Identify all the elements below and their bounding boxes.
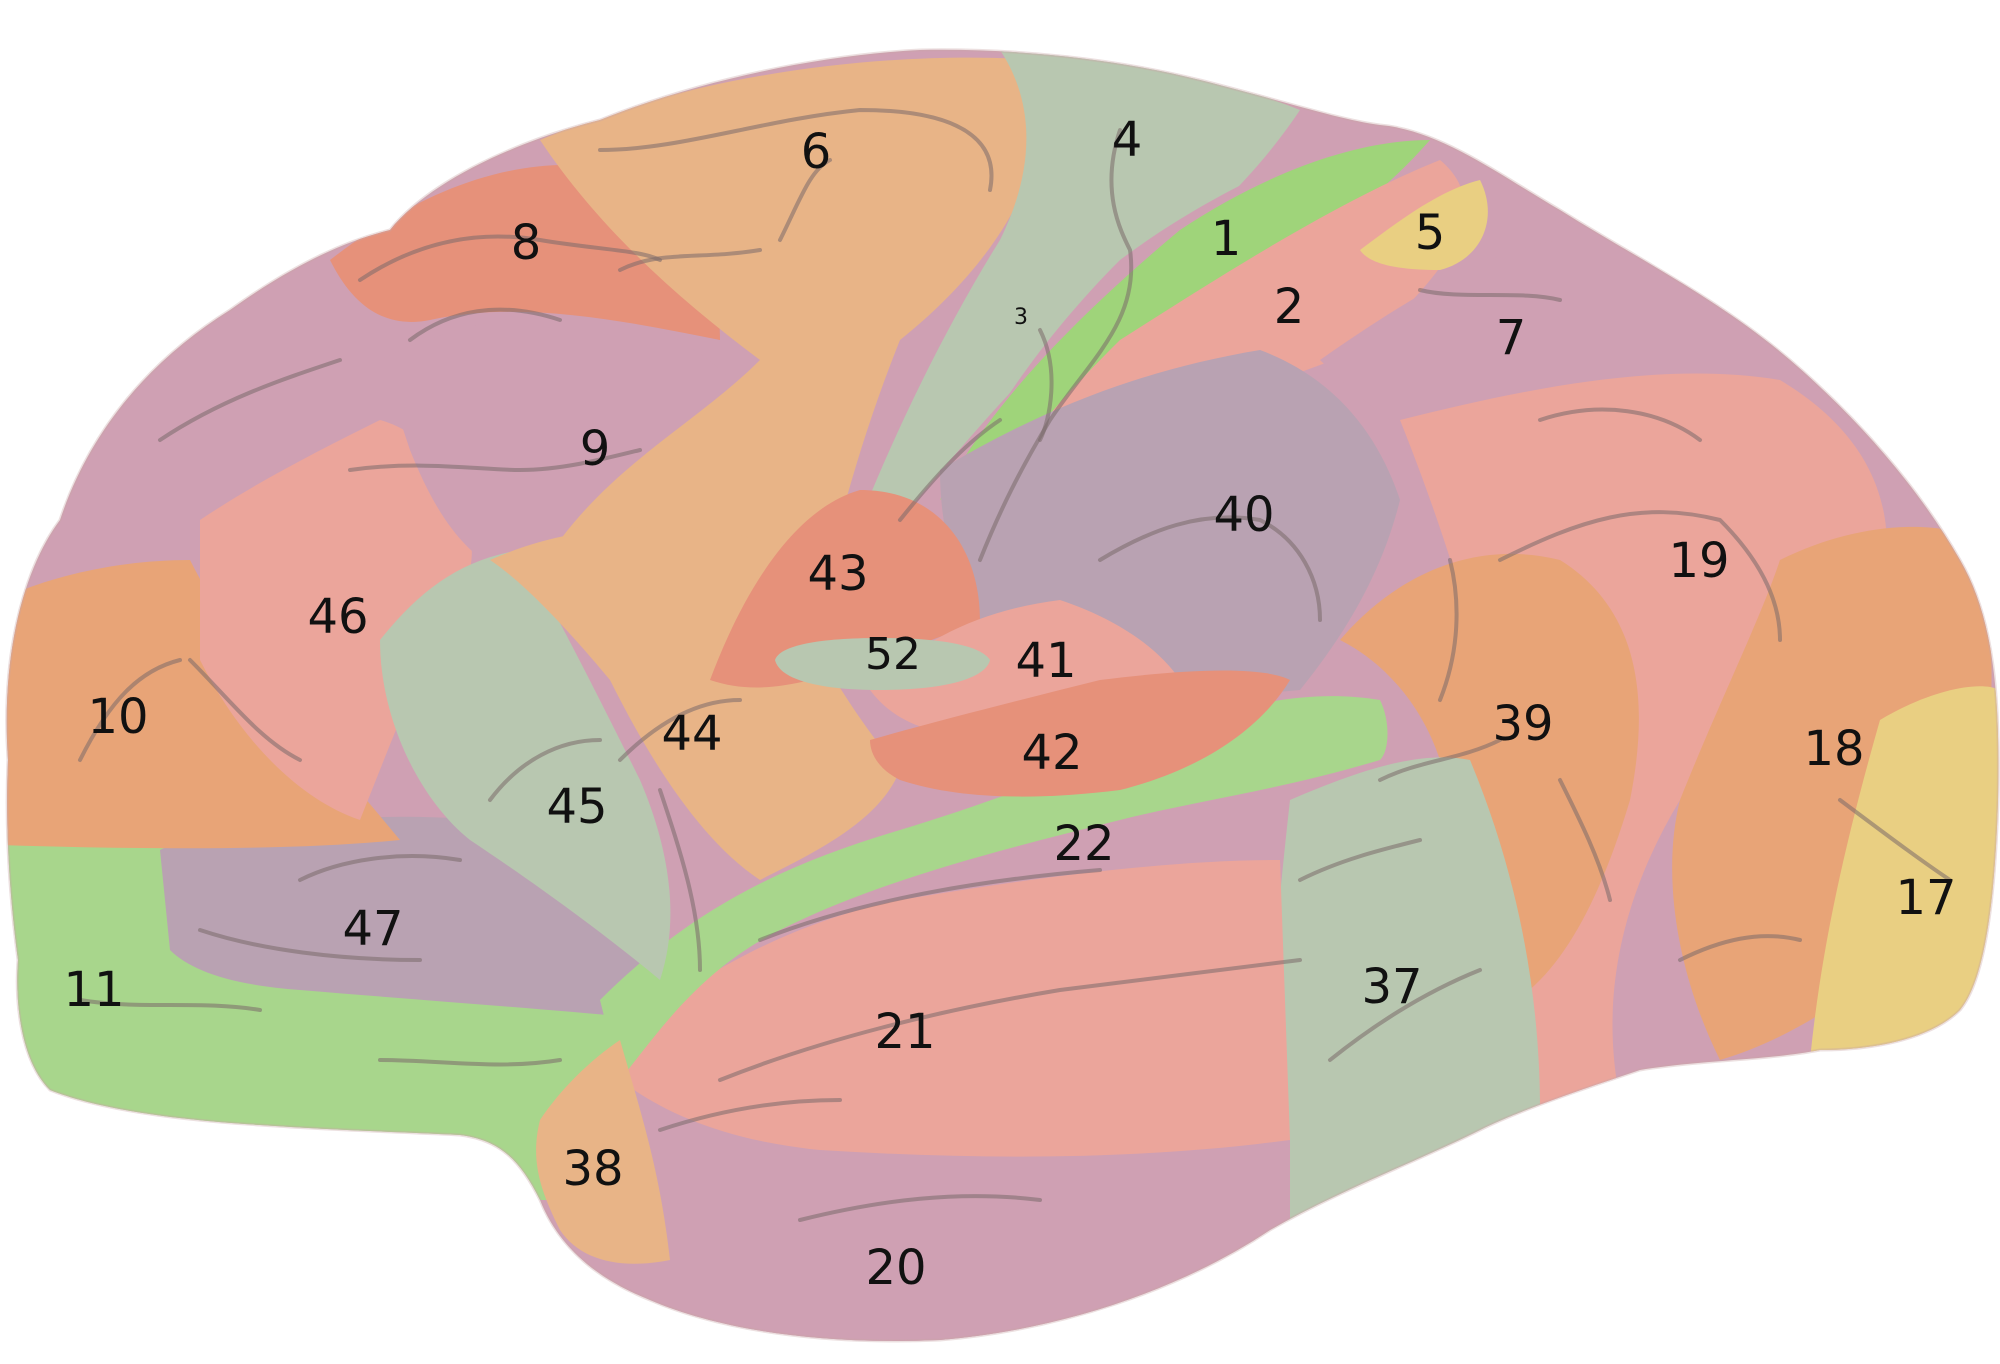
region-43 (710, 490, 980, 688)
sulci (78, 108, 1952, 1222)
label-area-44: 44 (661, 706, 722, 762)
label-area-2: 2 (1274, 279, 1305, 335)
label-area-38: 38 (562, 1141, 623, 1197)
region-4 (860, 50, 1300, 520)
label-area-5: 5 (1415, 205, 1446, 261)
region-39 (1340, 553, 1639, 1010)
label-area-39: 39 (1492, 696, 1553, 752)
region-52 (775, 638, 990, 690)
region-37 (1266, 757, 1540, 1230)
region-5 (1360, 180, 1488, 270)
region-22 (600, 696, 1388, 1080)
label-area-52: 52 (865, 629, 921, 680)
label-area-19: 19 (1668, 533, 1729, 589)
label-area-6: 6 (801, 124, 832, 180)
label-area-8: 8 (511, 215, 542, 271)
label-area-22: 22 (1053, 816, 1114, 872)
label-area-1: 1 (1211, 211, 1242, 267)
label-area-46: 46 (307, 589, 368, 645)
label-area-17: 17 (1895, 870, 1956, 926)
region-17 (1810, 686, 1999, 1061)
label-area-3: 3 (1014, 305, 1028, 330)
region-6 (540, 57, 1044, 608)
region-38 (536, 1040, 670, 1264)
label-area-47: 47 (342, 901, 403, 957)
label-area-37: 37 (1361, 959, 1422, 1015)
label-area-18: 18 (1803, 721, 1864, 777)
region-46 (200, 420, 472, 820)
label-area-4: 4 (1112, 112, 1143, 168)
label-area-9: 9 (580, 421, 611, 477)
region-20 (620, 1120, 1290, 1341)
label-area-41: 41 (1015, 633, 1076, 689)
region-11 (6, 822, 620, 1200)
label-area-40: 40 (1213, 487, 1274, 543)
label-area-10: 10 (87, 689, 148, 745)
brain-outline (5, 48, 2000, 1343)
label-area-42: 42 (1021, 725, 1082, 781)
label-area-45: 45 (546, 779, 607, 835)
label-area-21: 21 (874, 1004, 935, 1060)
region-42 (870, 670, 1290, 797)
label-area-11: 11 (63, 962, 124, 1018)
label-area-43: 43 (807, 546, 868, 602)
label-area-7: 7 (1496, 310, 1527, 366)
label-area-20: 20 (865, 1240, 926, 1296)
area-labels: 1 2 3 4 5 6 7 8 9 10 11 17 18 19 20 21 2… (63, 112, 1956, 1296)
